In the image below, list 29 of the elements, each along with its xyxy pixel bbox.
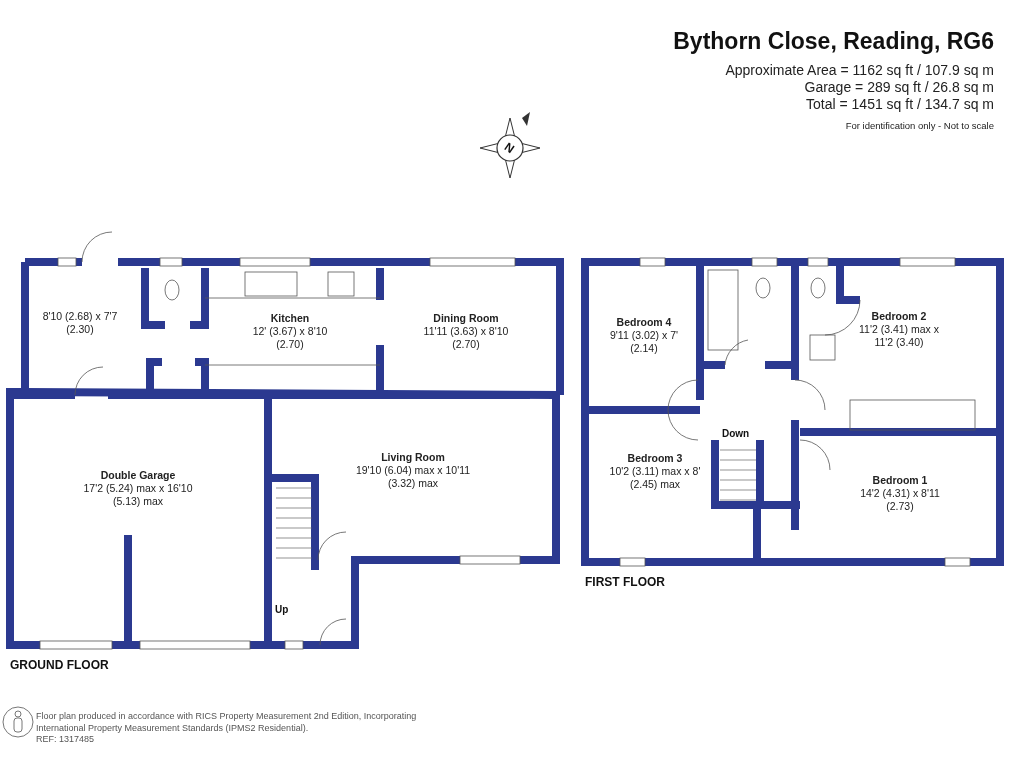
room-dimensions: 10'2 (3.11) max x 8' (2.45) max: [608, 465, 702, 491]
reference-number: REF: 1317485: [36, 734, 95, 744]
room-dimensions: 9'11 (3.02) x 7' (2.14): [609, 329, 679, 355]
area-summary: Garage = 289 sq ft / 26.8 sq m: [804, 79, 994, 95]
room-dimensions: 8'10 (2.68) x 7'7 (2.30): [41, 310, 119, 336]
room-name: Bedroom 2: [870, 310, 928, 323]
floor-label: FIRST FLOOR: [585, 575, 665, 589]
room-name: Living Room: [380, 451, 446, 464]
room-name: Double Garage: [99, 469, 177, 482]
room-name: Bedroom 1: [871, 474, 929, 487]
area-summary: Approximate Area = 1162 sq ft / 107.9 sq m: [725, 62, 994, 78]
room-dimensions: 14'2 (4.31) x 8'11 (2.73): [860, 487, 940, 513]
footer-note: Floor plan produced in accordance with RICS Property Measurement 2nd Edition, Incorporating International Property Measurement Standards (IPMS2 Residential).: [36, 710, 418, 734]
stair-label: Down: [722, 428, 750, 439]
room-dimensions: 19'10 (6.04) max x 10'11 (3.32) max: [354, 464, 472, 490]
room-name: Bedroom 4: [615, 316, 673, 329]
room-name: Kitchen: [269, 312, 311, 325]
room-dimensions: 17'2 (5.24) max x 16'10 (5.13) max: [83, 482, 193, 508]
scale-note: For identification only - Not to scale: [845, 120, 994, 131]
stair-label: Up: [275, 604, 289, 615]
room-dimensions: 11'11 (3.63) x 8'10 (2.70): [422, 325, 510, 351]
room-dimensions: 11'2 (3.41) max x 11'2 (3.40): [858, 323, 940, 349]
room-dimensions: 12' (3.67) x 8'10 (2.70): [251, 325, 329, 351]
room-name: Bedroom 3: [626, 452, 684, 465]
room-name: Dining Room: [432, 312, 500, 325]
north-label: N: [501, 139, 517, 157]
area-summary: Total = 1451 sq ft / 134.7 sq m: [806, 96, 994, 112]
title: Bythorn Close, Reading, RG6: [673, 28, 994, 55]
floor-label: GROUND FLOOR: [10, 658, 109, 672]
